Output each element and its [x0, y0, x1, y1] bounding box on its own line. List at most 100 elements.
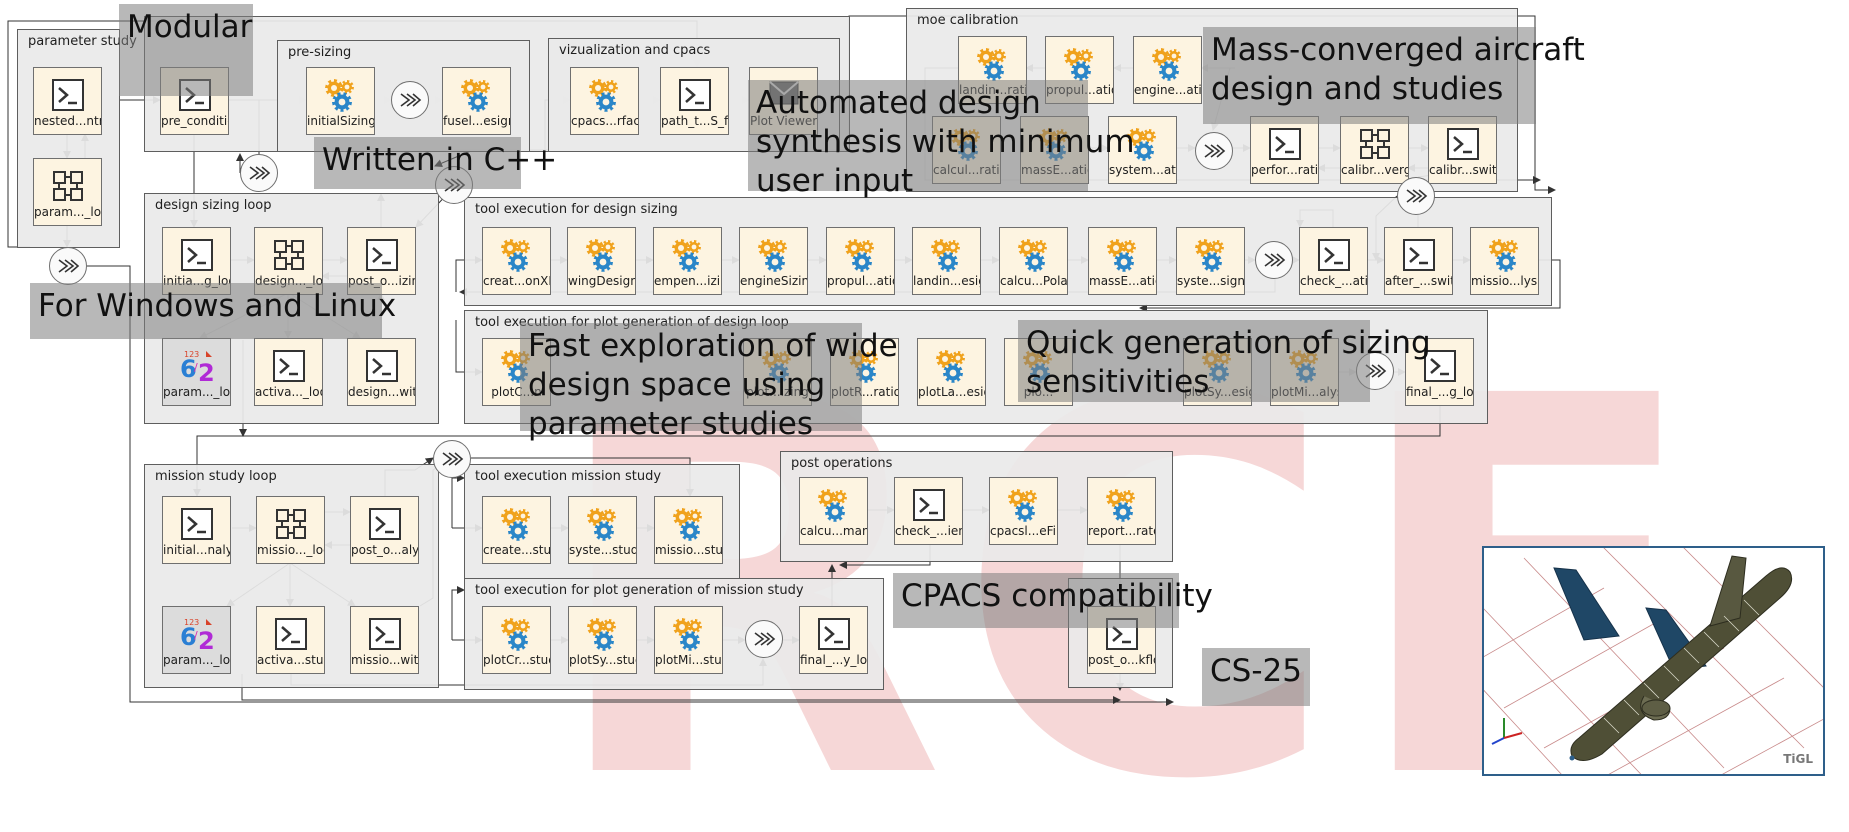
- component-missio-lysis[interactable]: missio...lysis: [1470, 227, 1539, 295]
- component-calcu-mance[interactable]: calcu...mance: [799, 477, 868, 545]
- component-initia-g-loop[interactable]: initia...g_loop: [162, 227, 231, 295]
- component-create-study[interactable]: create...study: [482, 496, 551, 564]
- component-initial-sizing[interactable]: initialSizing: [306, 67, 375, 135]
- group-title: parameter study: [28, 34, 137, 49]
- component-param-loop-1[interactable]: param..._loop: [33, 158, 102, 226]
- component-initial-nalysis[interactable]: initial...nalysis: [162, 496, 231, 564]
- script-icon: [49, 76, 87, 114]
- component-missio-loop[interactable]: missio..._loop: [256, 496, 325, 564]
- component-check-ation[interactable]: check_...ation: [1299, 227, 1368, 295]
- component-label: plotLa...esign: [918, 385, 985, 399]
- component-path-s-file[interactable]: path_t...S_file: [660, 67, 729, 135]
- component-report-rator[interactable]: report...rator: [1087, 477, 1156, 545]
- component-label: activa...study: [257, 653, 324, 667]
- component-final-y-loop[interactable]: final_...y_loop: [799, 606, 868, 674]
- svg-text:6: 6: [180, 623, 197, 651]
- component-fusel-esign[interactable]: fusel...esign: [442, 67, 511, 135]
- component-empen-izing[interactable]: empen...izing: [653, 227, 722, 295]
- component-perfor-ration[interactable]: perfor...ration: [1250, 116, 1319, 184]
- component-label: final_...g_loop: [1406, 385, 1473, 399]
- component-missio-witch[interactable]: missio...witch: [350, 606, 419, 674]
- gears-icon: [1192, 236, 1230, 274]
- component-label: param..._loop: [163, 653, 230, 667]
- component-plotmi-study[interactable]: plotMi...study: [654, 606, 723, 674]
- component-check-ients[interactable]: check_...ients: [894, 477, 963, 545]
- component-plotcr-study[interactable]: plotCr...study: [482, 606, 551, 674]
- component-label: missio...lysis: [1471, 274, 1538, 288]
- component-label: param..._loop: [163, 385, 230, 399]
- script-icon: [366, 505, 404, 543]
- component-masse-ation-2[interactable]: massE...ation: [1088, 227, 1157, 295]
- component-system-ation[interactable]: system...ation: [1108, 116, 1177, 184]
- component-label: nested...ntrol: [34, 114, 101, 128]
- callout-windows-linux: For Windows and Linux: [30, 283, 396, 339]
- component-label: massE...ation: [1089, 274, 1156, 288]
- gears-icon: [498, 236, 536, 274]
- component-post-o-alysis[interactable]: post_o...alysis: [350, 496, 419, 564]
- merger-junction-icon[interactable]: [745, 620, 783, 658]
- merger-junction-icon[interactable]: [240, 154, 278, 192]
- component-calcu-polar[interactable]: calcu...Polar: [999, 227, 1068, 295]
- component-label: cpacsl...eFinal: [990, 524, 1057, 538]
- component-activa-loop[interactable]: activa..._loop: [254, 338, 323, 406]
- component-label: missio...witch: [351, 653, 418, 667]
- group-title: tool execution mission study: [475, 469, 662, 484]
- component-activa-study[interactable]: activa...study: [256, 606, 325, 674]
- gears-icon: [670, 615, 708, 653]
- component-enginesizing[interactable]: engineSizing: [739, 227, 808, 295]
- merger-junction-icon[interactable]: [433, 440, 471, 478]
- callout-line: CS-25: [1210, 653, 1302, 689]
- script-icon: [270, 347, 308, 385]
- component-label: landin...esign: [913, 274, 980, 288]
- component-cpacs-rface[interactable]: cpacs...rface: [570, 67, 639, 135]
- merger-junction-icon[interactable]: [1397, 177, 1435, 215]
- component-label: creat...onXML: [483, 274, 550, 288]
- component-missio-study[interactable]: missio...study: [654, 496, 723, 564]
- component-after-switch[interactable]: after_...switch: [1384, 227, 1453, 295]
- component-syste-study[interactable]: syste...study: [568, 496, 637, 564]
- component-final-g-loop[interactable]: final_...g_loop: [1405, 338, 1474, 406]
- group-title: vizualization and cpacs: [559, 43, 711, 58]
- script-icon: [178, 236, 216, 274]
- component-syste-sign[interactable]: syste...sign: [1176, 227, 1245, 295]
- gears-icon: [1104, 236, 1142, 274]
- component-design-witch[interactable]: design...witch: [347, 338, 416, 406]
- merger-junction-icon[interactable]: [391, 81, 429, 119]
- component-engine-ation[interactable]: engine...ation: [1133, 36, 1202, 104]
- group-title: moe calibration: [917, 13, 1019, 28]
- component-label: final_...y_loop: [800, 653, 867, 667]
- component-calibr-verger[interactable]: calibr...verger: [1340, 116, 1409, 184]
- loop-icon: [49, 167, 87, 205]
- component-label: calibr...switch: [1429, 163, 1496, 177]
- merger-junction-icon[interactable]: [49, 247, 87, 285]
- component-creat-onxml[interactable]: creat...onXML: [482, 227, 551, 295]
- callout-line: Modular: [127, 9, 253, 45]
- connection-wire: [451, 586, 465, 640]
- component-landin-esign[interactable]: landin...esign: [912, 227, 981, 295]
- component-propul-ation[interactable]: propul...ation: [826, 227, 895, 295]
- callout-line: parameter studies: [528, 406, 813, 442]
- script-icon: [910, 486, 948, 524]
- merger-junction-icon[interactable]: [1195, 132, 1233, 170]
- component-cpacsl-efinal[interactable]: cpacsl...eFinal: [989, 477, 1058, 545]
- group-title: mission study loop: [155, 469, 277, 484]
- callout-line: Quick generation of sizing: [1026, 325, 1431, 361]
- tigl-logo: TiGL: [1783, 752, 1813, 766]
- component-plotla-esign[interactable]: plotLa...esign: [917, 338, 986, 406]
- component-plotsy-study[interactable]: plotSy...study: [568, 606, 637, 674]
- component-calibr-switch[interactable]: calibr...switch: [1428, 116, 1497, 184]
- callout-line: synthesis with minimum: [756, 124, 1135, 160]
- svg-text:123: 123: [184, 618, 199, 627]
- component-label: syste...study: [569, 543, 636, 557]
- loop-icon: [270, 236, 308, 274]
- component-nested-control[interactable]: nested...ntrol: [33, 67, 102, 135]
- merger-junction-icon[interactable]: [1255, 241, 1293, 279]
- component-wingdesign[interactable]: wingDesign: [567, 227, 636, 295]
- svg-text:123: 123: [184, 350, 199, 359]
